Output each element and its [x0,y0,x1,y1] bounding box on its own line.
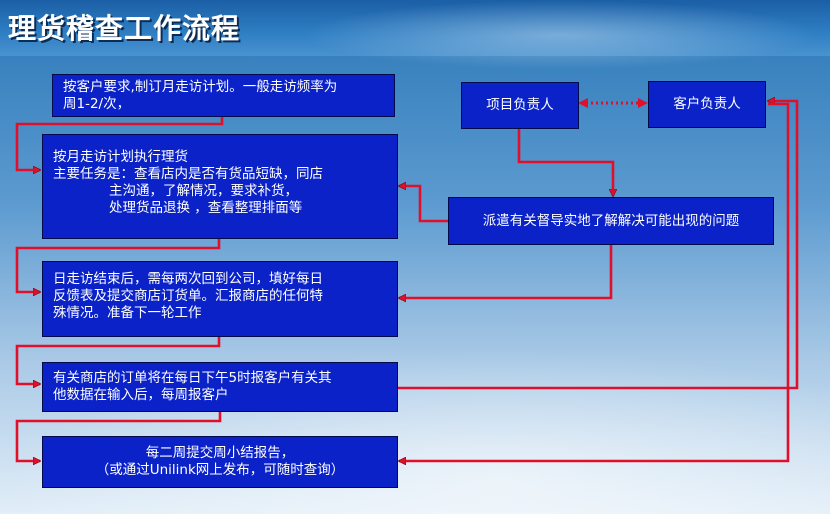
step-text: 日走访结束后，需每两次回到公司，填好每日 [53,271,323,287]
step-text: （或通过Unilink网上发布，可随时查询） [95,462,345,478]
role-label: 客户负责人 [673,96,741,112]
step-text: 反馈表及提交商店订货单。汇报商店的任何特 [53,288,323,304]
role-box-client-lead: 客户负责人 [648,81,766,128]
arrow-r2-b5 [399,102,790,461]
page-title: 理货稽查工作流程 [8,12,241,45]
step-text: 按客户要求,制订月走访计划。一般走访频率为 [63,79,338,95]
step-text: 按月走访计划执行理货 [53,149,188,165]
arrow-b4-r2 [398,101,799,390]
step-text: 主沟通，了解情况，要求补货， [109,183,298,199]
step-box-order-report: 有关商店的订单将在每日下午5时报客户有关其 他数据在输入后，每周报客户 [42,362,398,412]
step-box-execute-visit: 按月走访计划执行理货 主要任务是：查看店内是否有货品短缺，同店 主沟通，了解情况… [42,134,398,239]
step-text: 殊情况。准备下一轮工作 [53,305,202,321]
step-box-daily-report: 日走访结束后，需每两次回到公司，填好每日 反馈表及提交商店订货单。汇报商店的任何… [42,261,398,337]
role-box-project-lead: 项目负责人 [461,82,579,129]
step-text: 周1-2/次， [63,96,131,112]
action-box-dispatch-supervisor: 派遣有关督导实地了解解决可能出现的问题 [448,197,774,245]
role-label: 项目负责人 [486,97,554,113]
step-box-biweekly-summary: 每二周提交周小结报告， （或通过Unilink网上发布，可随时查询） [42,436,398,488]
step-text: 每二周提交周小结报告， [145,445,295,461]
step-box-monthly-plan: 按客户要求,制订月走访计划。一般走访频率为 周1-2/次， [52,74,395,117]
step-text: 有关商店的订单将在每日下午5时报客户有关其 [53,370,332,386]
arrow-b1-b2 [15,116,224,170]
step-text: 他数据在输入后，每周报客户 [53,387,229,403]
arrow-r3-b3 [399,245,613,298]
cloud-decoration [300,0,820,70]
action-label: 派遣有关督导实地了解解决可能出现的问题 [482,213,740,229]
arrow-b4-b5 [15,411,222,461]
step-text: 处理货品退换 ，查看整理排面等 [109,200,303,216]
dashed-link-r1-r2 [578,98,648,108]
arrow-b3-b4 [15,336,221,384]
arrow-r3-b2 [399,186,448,223]
arrow-r1-r3 [517,128,613,196]
step-text: 主要任务是：查看店内是否有货品短缺，同店 [53,166,323,182]
arrow-b2-b3 [15,238,221,292]
title-banner [0,0,830,56]
